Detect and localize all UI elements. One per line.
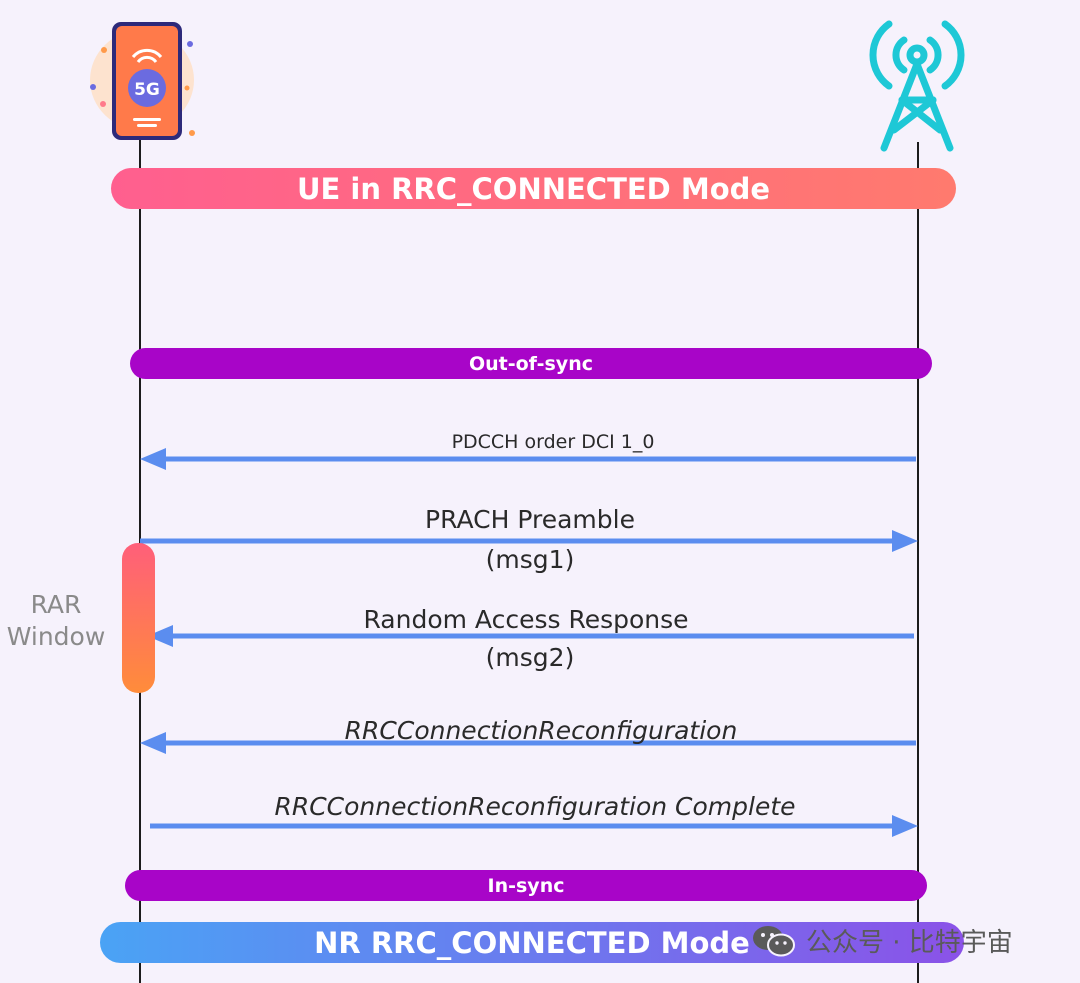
rar-window-bar [122,543,155,693]
out-of-sync-label: Out-of-sync [468,352,593,375]
rar-window-line1: RAR [30,590,82,619]
rar-label: Random Access Response [363,605,689,634]
rar-window-line2: Window [6,622,106,651]
watermark: 公众号 · 比特宇宙 [752,922,1013,959]
ue-device: 5G [86,12,206,147]
watermark-text: 公众号 · 比特宇宙 [806,928,1013,958]
nr-rrc-connected-band-label: NR RRC_CONNECTED Mode [314,925,750,960]
rar-msg2-label: (msg2) [485,643,575,672]
cell-tower-icon [869,20,965,152]
gnb-lifeline [917,142,919,983]
rrc-reconfiguration-complete-label: RRCConnectionReconfiguration Complete [274,792,796,821]
rrc-connected-band: UE in RRC_CONNECTED Mode [111,168,956,209]
wechat-icon [753,925,795,956]
rar-window-label: RAR Window [0,589,112,653]
rrc-connected-band-label: UE in RRC_CONNECTED Mode [296,171,771,206]
prach-msg1-label: (msg1) [485,545,575,574]
rrc-reconfiguration-label: RRCConnectionReconfiguration [344,716,738,745]
nr-rrc-connected-band: NR RRC_CONNECTED Mode [100,922,964,963]
svg-text:5G: 5G [134,80,160,100]
out-of-sync-band: Out-of-sync [130,348,932,379]
pdcch-order-label: PDCCH order DCI 1_0 [451,431,655,453]
smartphone-5g-icon: 5G [90,22,195,140]
prach-preamble-label: PRACH Preamble [425,505,635,534]
in-sync-band: In-sync [125,870,927,901]
in-sync-label: In-sync [487,874,565,897]
gnb-tower [862,14,972,154]
